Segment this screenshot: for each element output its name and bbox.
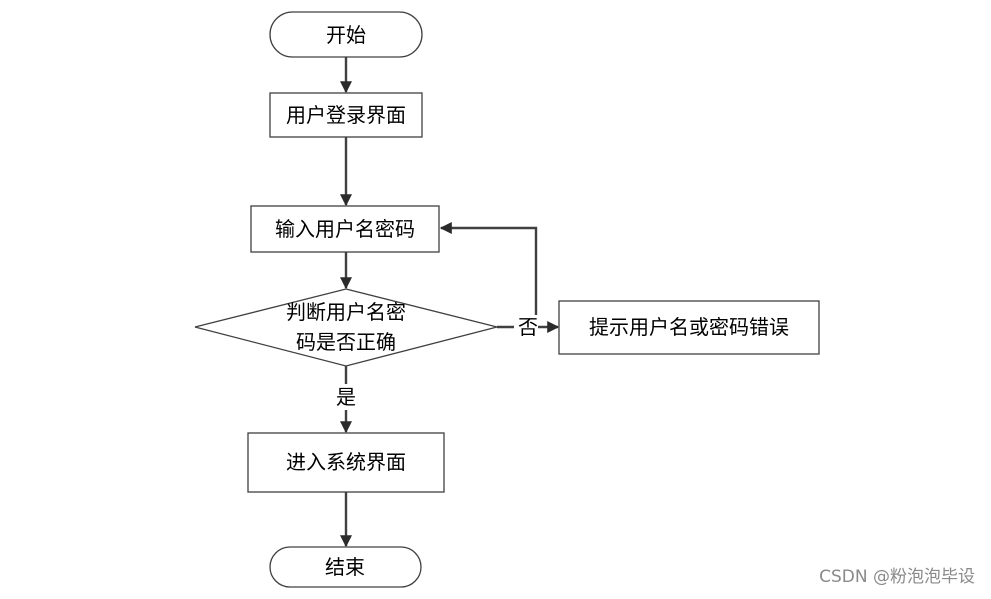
node-error: 提示用户名或密码错误 xyxy=(558,300,820,355)
input-label: 输入用户名密码 xyxy=(275,217,415,241)
check-label-line2: 码是否正确 xyxy=(296,330,396,354)
node-input: 输入用户名密码 xyxy=(250,205,440,253)
node-check: 判断用户名密 码是否正确 xyxy=(194,288,498,367)
start-label: 开始 xyxy=(326,23,366,47)
end-terminal-shape xyxy=(269,546,422,588)
login-ui-box xyxy=(269,92,423,138)
edge-loop-back-to-input xyxy=(439,222,538,327)
no-label: 否 xyxy=(518,315,538,339)
node-end: 结束 xyxy=(269,546,422,588)
check-label-line1: 判断用户名密 xyxy=(286,300,406,324)
error-label: 提示用户名或密码错误 xyxy=(589,315,789,339)
node-login-ui: 用户登录界面 xyxy=(269,92,423,138)
enter-box xyxy=(247,432,445,493)
input-box xyxy=(250,205,440,253)
error-box xyxy=(558,300,820,355)
node-enter: 进入系统界面 xyxy=(247,432,445,493)
end-label: 结束 xyxy=(325,555,365,579)
yes-label: 是 xyxy=(336,385,356,409)
check-decision-diamond xyxy=(194,288,498,367)
node-start: 开始 xyxy=(269,11,423,58)
watermark-text: CSDN @粉泡泡毕设 xyxy=(819,567,975,587)
edge-labels: 否 是 xyxy=(333,315,538,410)
login-ui-label: 用户登录界面 xyxy=(286,103,406,127)
enter-label: 进入系统界面 xyxy=(286,450,406,474)
no-label-bg xyxy=(514,315,538,339)
start-terminal-shape xyxy=(269,11,423,58)
yes-label-bg xyxy=(333,384,359,410)
